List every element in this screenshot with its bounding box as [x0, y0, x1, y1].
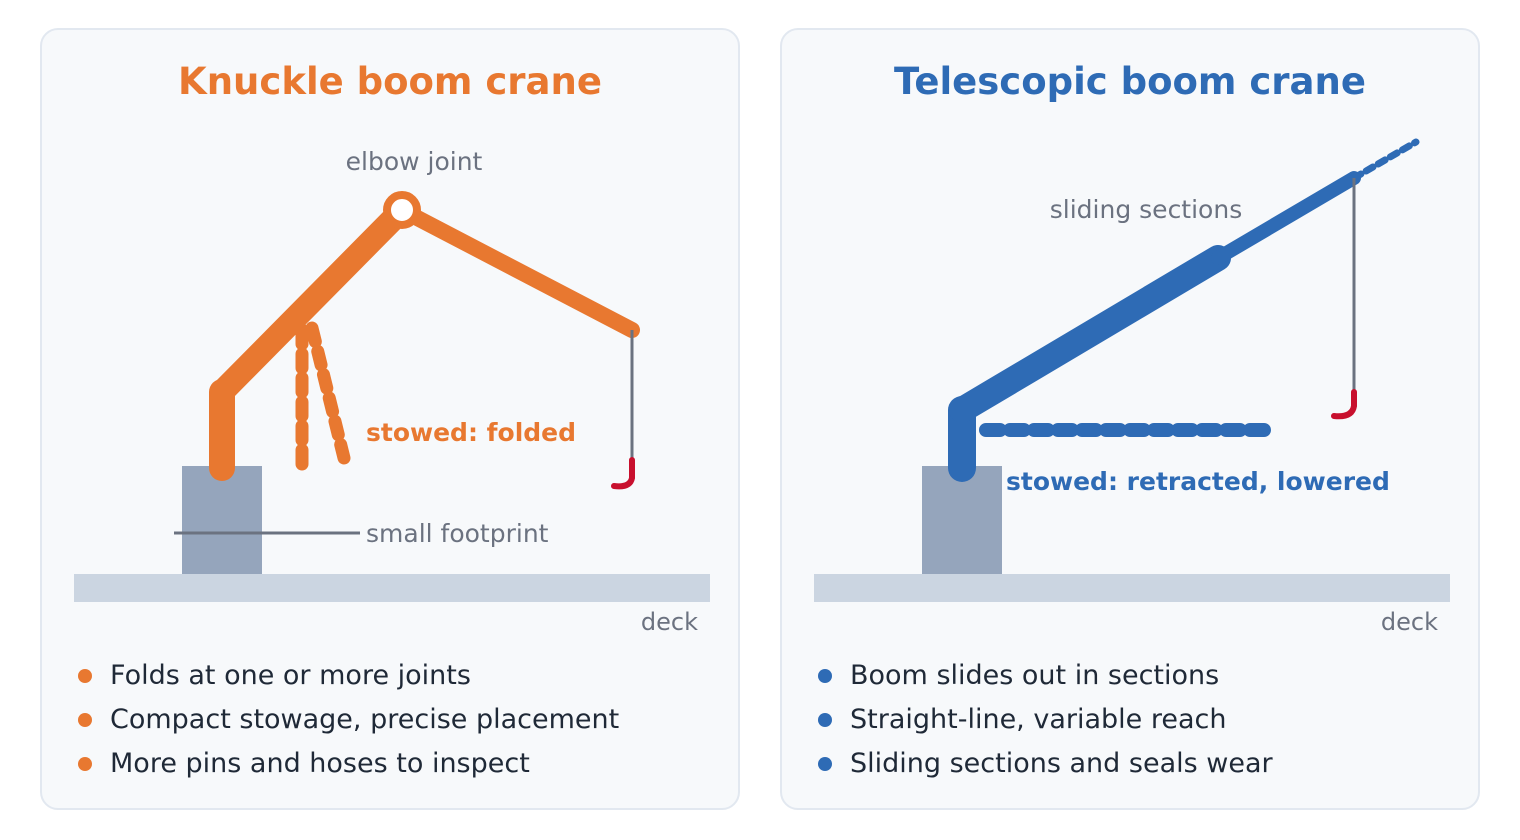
deck-label: deck: [641, 608, 698, 636]
bullet-item: Compact stowage, precise placement: [78, 698, 619, 742]
bullet-dot: [818, 757, 832, 771]
bullet-dot: [78, 669, 92, 683]
knuckle-panel: elbow joint stowed: folded small footpri…: [40, 28, 740, 810]
bullet-item: Sliding sections and seals wear: [818, 742, 1273, 786]
elbow-joint: [383, 191, 421, 229]
boom-section-middle: [1211, 171, 1361, 265]
knuckle-title: Knuckle boom crane: [178, 60, 602, 103]
telescopic-crane-illustration: sliding sections stowed: retracted, lowe…: [814, 138, 1450, 636]
bullet-item: More pins and hoses to inspect: [78, 742, 619, 786]
bullet-dot: [818, 669, 832, 683]
bullet-dot: [78, 757, 92, 771]
telescopic-bullet-list: Boom slides out in sections Straight-lin…: [818, 654, 1273, 786]
bullet-dot: [78, 713, 92, 727]
hook-icon: [1331, 389, 1357, 420]
boom-section-base: [949, 245, 1231, 423]
elbow-joint-label: elbow joint: [346, 147, 483, 176]
stowed-label: stowed: folded: [366, 418, 576, 447]
knuckle-crane-illustration: elbow joint stowed: folded small footpri…: [74, 147, 710, 636]
deck: [74, 574, 710, 602]
boom-extension: [1350, 138, 1420, 182]
telescopic-title: Telescopic boom crane: [894, 60, 1366, 103]
bullet-item: Straight-line, variable reach: [818, 698, 1273, 742]
bullet-dot: [818, 713, 832, 727]
deck-label: deck: [1381, 608, 1438, 636]
bullet-item: Boom slides out in sections: [818, 654, 1273, 698]
hook-icon: [611, 457, 635, 490]
sliding-sections-label: sliding sections: [1050, 195, 1242, 224]
stowed-label: stowed: retracted, lowered: [1006, 467, 1390, 496]
crane-pedestal: [182, 466, 262, 574]
bullet-item: Folds at one or more joints: [78, 654, 619, 698]
stowed-folded-boom: [295, 321, 351, 475]
telescopic-panel: sliding sections stowed: retracted, lowe…: [780, 28, 1480, 810]
deck: [814, 574, 1450, 602]
jib-boom: [394, 202, 640, 338]
main-boom: [210, 198, 414, 404]
knuckle-bullet-list: Folds at one or more joints Compact stow…: [78, 654, 619, 786]
crane-pedestal: [922, 466, 1002, 574]
footprint-label: small footprint: [366, 519, 549, 548]
